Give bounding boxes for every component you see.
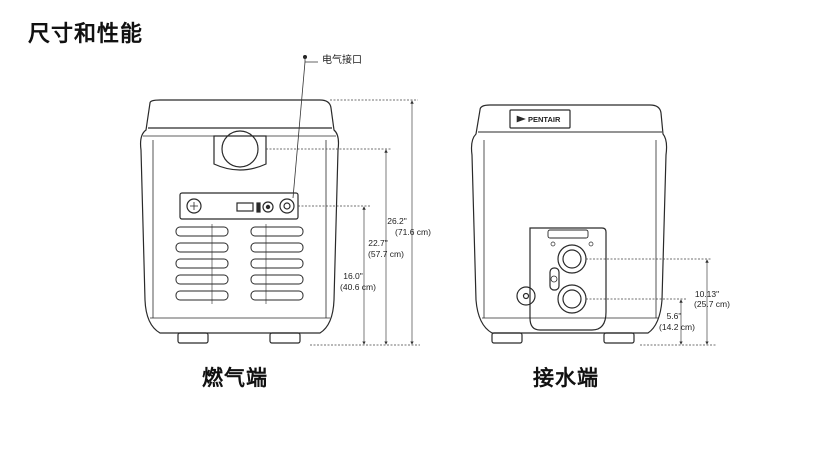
gas-inlet-height-cm: (40.6 cm): [340, 282, 376, 292]
gas-side-dimensions: [266, 99, 420, 346]
water-inlet-port: [557, 244, 587, 274]
gas-side-body: [139, 99, 340, 334]
gas-inlet-port: [262, 201, 274, 213]
exhaust-housing: [213, 135, 267, 171]
water-side-foot-left: [491, 332, 523, 344]
water-inlet-height-in: 10.13": [695, 289, 719, 299]
overall-height-cm: (71.6 cm): [395, 227, 431, 237]
gas-inlet-height-in: 16.0": [343, 271, 363, 281]
water-side-dimensions: [586, 258, 716, 346]
water-outlet-port: [557, 284, 587, 314]
page-title: 尺寸和性能: [28, 22, 144, 47]
vents-left: [175, 226, 229, 301]
brand-name: PENTAIR: [528, 115, 561, 124]
electrical-port: [279, 198, 295, 214]
brand-plate: [509, 109, 571, 129]
electrical-callout: 电气接口: [292, 53, 362, 199]
electrical-port-label: 电气接口: [322, 53, 362, 66]
plumbing-panel: [529, 227, 607, 331]
gas-side-view: [139, 99, 340, 344]
gas-side-foot-right: [269, 332, 301, 344]
overall-height-in: 26.2": [387, 216, 407, 226]
brand-logo-icon: [516, 115, 526, 123]
panel-display: [236, 202, 254, 212]
exhaust-height-in: 22.7": [368, 238, 388, 248]
gas-side-label: 燃气端: [202, 366, 268, 390]
exhaust-height-cm: (57.7 cm): [368, 249, 404, 259]
bypass-valve: [549, 267, 560, 291]
panel-knob: [186, 198, 202, 214]
water-outlet-height-cm: (14.2 cm): [659, 322, 695, 332]
water-outlet-height-in: 5.6": [667, 311, 682, 321]
gas-side-foot-left: [177, 332, 209, 344]
water-side-foot-right: [603, 332, 635, 344]
water-side-body: [470, 104, 668, 334]
water-inlet-height-cm: (25.7 cm): [694, 299, 730, 309]
drain-port: [516, 286, 536, 306]
vents-right: [250, 226, 304, 301]
water-side-view: [470, 104, 668, 344]
exhaust-port: [221, 130, 259, 168]
water-side-label: 接水端: [533, 366, 599, 390]
